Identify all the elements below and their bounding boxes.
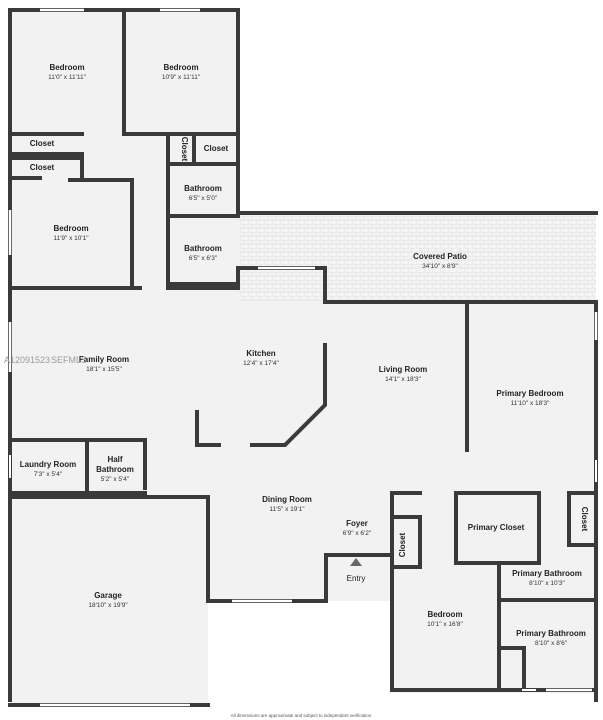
- family-room-dims: 18'1" x 15'5": [86, 366, 122, 373]
- primary-bedroom-dims: 11'10" x 18'3": [511, 400, 550, 407]
- bathroom-1-dims: 6'5" x 5'0": [189, 195, 218, 202]
- window-frames: [8, 8, 598, 707]
- laundry-room-dims: 7'3" x 5'4": [34, 471, 63, 478]
- closet-4-name: Closet: [204, 144, 229, 153]
- foyer-name: Foyer: [346, 519, 368, 528]
- laundry-room-name: Laundry Room: [20, 460, 76, 469]
- kitchen-dims: 12'4" x 17'4": [243, 360, 279, 367]
- entry-arrow-icon: [350, 558, 362, 566]
- family-room-name: Family Room: [79, 355, 129, 364]
- bedroom-3-name: Bedroom: [53, 224, 88, 233]
- half-bathroom-dims: 5'2" x 5'4": [101, 476, 130, 483]
- kitchen-name: Kitchen: [246, 349, 275, 358]
- bedroom-1-name: Bedroom: [49, 63, 84, 72]
- primary-closet-name: Primary Closet: [468, 523, 525, 532]
- mls-watermark: A12091523: [4, 355, 50, 365]
- bathroom-2-name: Bathroom: [184, 244, 222, 253]
- disclaimer: All dimensions are approximate and subje…: [231, 713, 372, 718]
- mls-watermark-2: SEFMLS: [51, 355, 87, 365]
- primary-bathroom-2-dims: 8'10" x 8'6": [535, 640, 568, 647]
- closet-5-name: Closet: [398, 532, 407, 557]
- garage-name: Garage: [94, 591, 122, 600]
- bedroom-4-name: Bedroom: [427, 610, 462, 619]
- closet-3-name: Closet: [180, 137, 189, 162]
- entry-label: Entry: [347, 574, 366, 583]
- primary-bathroom-1-dims: 8'10" x 10'3": [529, 580, 565, 587]
- floor-fills: [10, 10, 596, 705]
- primary-bedroom-name: Primary Bedroom: [496, 389, 563, 398]
- covered-patio-dims: 34'10" x 8'9": [422, 263, 458, 270]
- dining-room-dims: 11'5" x 19'1": [269, 506, 305, 513]
- primary-bathroom-2-name: Primary Bathroom: [516, 629, 586, 638]
- closet-6-name: Closet: [580, 507, 589, 532]
- dining-room-name: Dining Room: [262, 495, 312, 504]
- garage-dims: 18'10" x 19'9": [88, 602, 128, 609]
- room-labels: Bedroom 11'0" x 11'11" Bedroom 10'9" x 1…: [20, 63, 589, 718]
- bathroom-1-name: Bathroom: [184, 184, 222, 193]
- windows: [9, 9, 597, 706]
- walls: [8, 8, 598, 707]
- covered-patio-name: Covered Patio: [413, 252, 467, 261]
- primary-bathroom-1-name: Primary Bathroom: [512, 569, 582, 578]
- half-bathroom-name-line2: Bathroom: [96, 465, 134, 474]
- bathroom-2-dims: 6'5" x 6'3": [189, 255, 218, 262]
- living-room-dims: 14'1" x 18'3": [385, 376, 421, 383]
- half-bathroom-name-line1: Half: [107, 455, 122, 464]
- foyer-dims: 6'9" x 6'2": [343, 530, 372, 537]
- bedroom-2-name: Bedroom: [163, 63, 198, 72]
- bedroom-3-dims: 11'9" x 10'1": [53, 235, 89, 242]
- covered-patio-floor: [238, 213, 596, 302]
- living-room-name: Living Room: [379, 365, 427, 374]
- closet-2-name: Closet: [30, 163, 55, 172]
- closet-1-name: Closet: [30, 139, 55, 148]
- bedroom-2-dims: 10'9" x 11'11": [162, 74, 201, 81]
- bedroom-1-dims: 11'0" x 11'11": [48, 74, 87, 81]
- bedroom-4-dims: 10'1" x 16'8": [427, 621, 463, 628]
